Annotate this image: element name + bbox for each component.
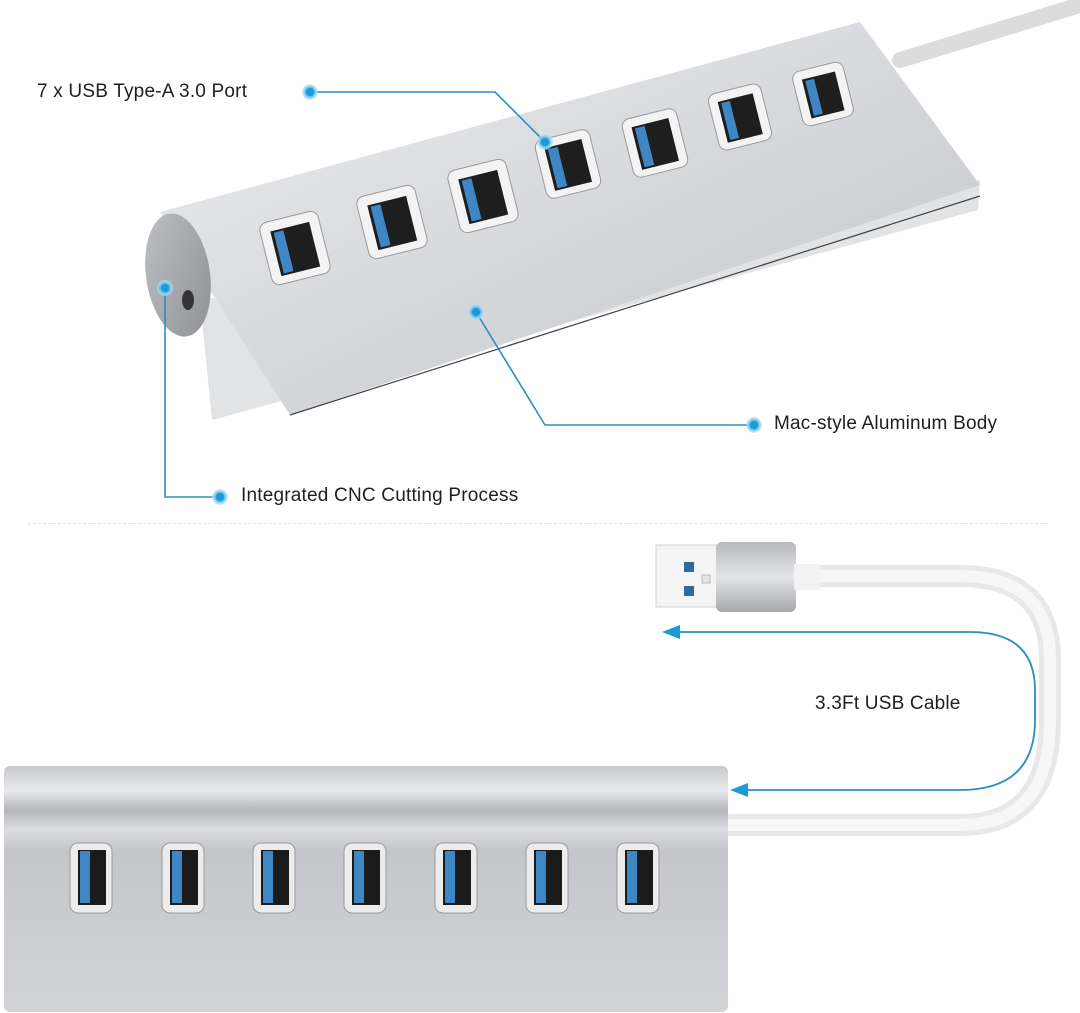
- cable-length-arrow: [662, 625, 1036, 797]
- feature-label-body: Mac-style Aluminum Body: [774, 413, 998, 434]
- callout-lines: [164, 91, 754, 498]
- feature-label-ports: 7 x USB Type-A 3.0 Port: [37, 81, 248, 102]
- usb-plug: [655, 542, 820, 612]
- callout-dots: [157, 84, 762, 505]
- section-divider: [28, 523, 1048, 524]
- feature-label-cnc: Integrated CNC Cutting Process: [241, 485, 519, 506]
- port-row-front: [69, 842, 660, 914]
- hub-angled-view: [145, 0, 1080, 420]
- port-row-angled: [259, 61, 854, 286]
- feature-label-cable: 3.3Ft USB Cable: [815, 693, 961, 714]
- hub-front-view: [4, 542, 1061, 1012]
